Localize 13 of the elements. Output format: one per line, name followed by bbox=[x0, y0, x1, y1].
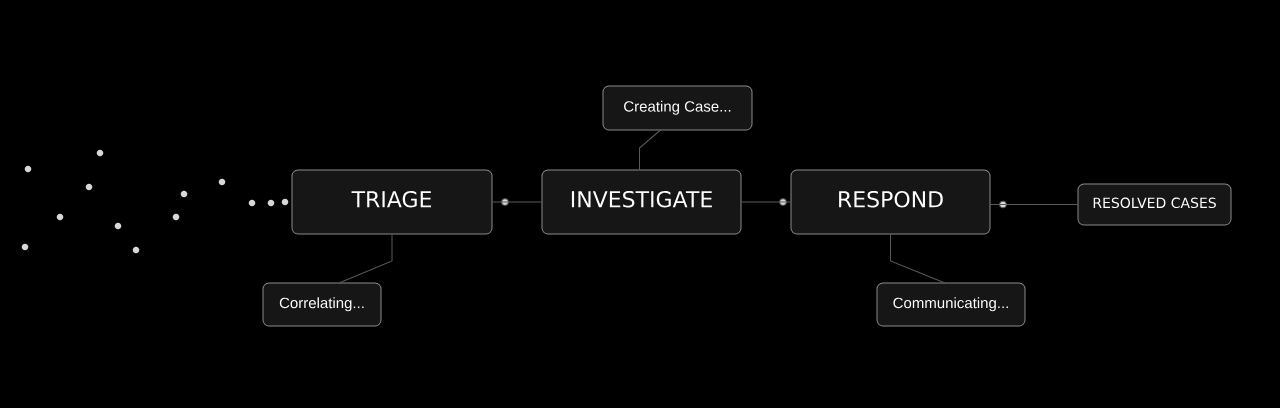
stage-box: INVESTIGATE bbox=[541, 169, 742, 235]
connector bbox=[639, 129, 661, 170]
stage-box: TRIAGE bbox=[291, 169, 493, 235]
status-box: Communicating... bbox=[876, 282, 1026, 327]
connector bbox=[990, 200, 1078, 209]
connector bbox=[741, 198, 791, 206]
status-box: Correlating... bbox=[262, 282, 382, 327]
connector bbox=[492, 198, 542, 206]
stage-box: RESPOND bbox=[790, 169, 991, 235]
connector bbox=[338, 234, 393, 284]
status-box: Creating Case... bbox=[602, 85, 753, 131]
connector bbox=[890, 234, 946, 284]
result-box: RESOLVED CASES bbox=[1077, 183, 1232, 226]
